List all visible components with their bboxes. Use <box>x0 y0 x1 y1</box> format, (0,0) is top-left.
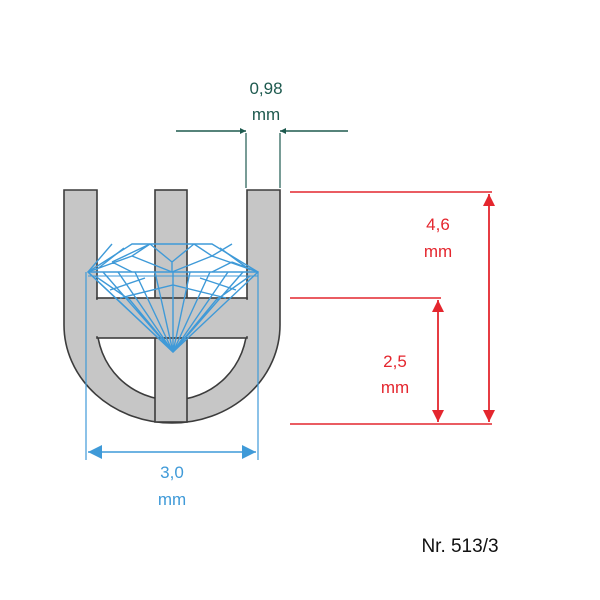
diamond-crown-facets <box>87 243 259 273</box>
height-dimensions <box>290 191 495 425</box>
u-wire <box>63 189 281 424</box>
diamond-pavilion-facets <box>87 271 251 353</box>
diameter-dimension <box>85 272 259 460</box>
stone-diameter-value: 3,0 <box>160 463 184 482</box>
wire-width-value: 0,98 <box>249 79 283 98</box>
stone-diameter-unit: mm <box>157 490 187 509</box>
wire-width-dimension <box>176 128 348 188</box>
total-height-unit: mm <box>423 242 453 261</box>
stone-height-unit: mm <box>380 378 410 397</box>
total-height-value: 4,6 <box>426 215 450 234</box>
setting-frame <box>63 189 281 424</box>
stone-height-value: 2,5 <box>383 352 407 371</box>
wire-width-unit: mm <box>251 105 281 124</box>
part-number: Nr. 513/3 <box>421 536 499 557</box>
diamond-drawing <box>86 243 260 353</box>
